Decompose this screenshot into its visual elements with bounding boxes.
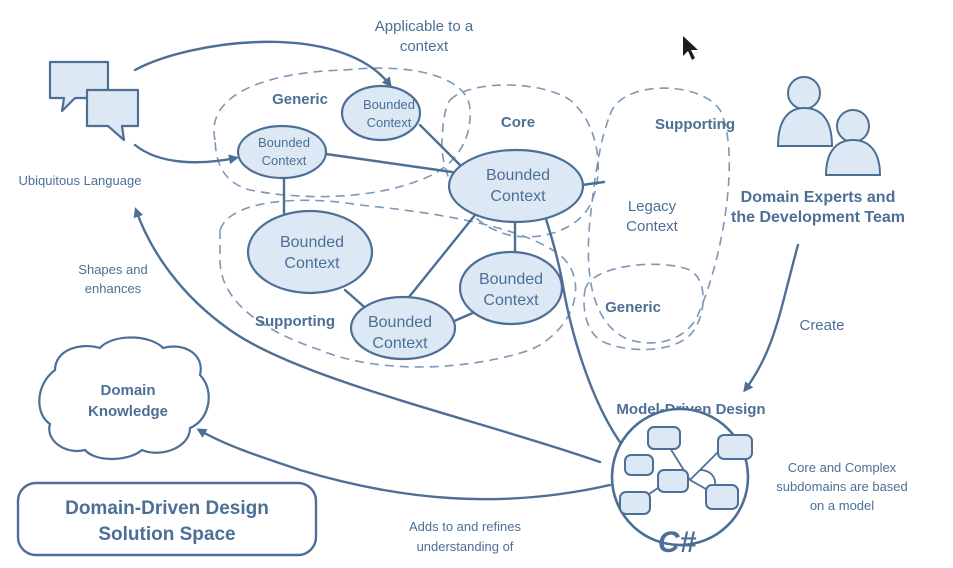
legacy-context-line1: Legacy [628, 198, 677, 215]
right-column-outline [587, 87, 731, 344]
generic-region-outline [213, 67, 471, 198]
bc-core-line1: Bounded [486, 167, 550, 184]
core-complex-line1: Core and Complex [788, 460, 897, 475]
bounded-context-core[interactable]: Bounded Context [447, 148, 585, 224]
region-label-supporting-right: Supporting [655, 116, 735, 133]
arrows [133, 40, 800, 501]
arrow-mdd-to-knowledge [196, 428, 612, 501]
mouse-cursor-icon [683, 36, 698, 60]
core-complex-line3: on a model [810, 498, 874, 513]
bc-top-line1: Bounded [363, 97, 415, 112]
arrow-experts-to-mdd [743, 243, 800, 393]
region-label-generic-top: Generic [272, 91, 328, 108]
arrow-ubiquitous-to-top-context [133, 40, 392, 88]
region-labels: Generic Core Supporting Supporting Gener… [255, 91, 735, 330]
adds-line2: understanding of [417, 539, 514, 554]
region-label-generic-right: Generic [605, 299, 661, 316]
bc-bottom-right-line1: Bounded [479, 271, 543, 288]
bc-core-line2: Context [490, 188, 546, 205]
region-outlines [213, 67, 731, 368]
solution-space-line1: Domain-Driven Design [65, 498, 269, 519]
bounded-contexts: Bounded Context Bounded Context Bounded … [236, 84, 679, 361]
region-label-core: Core [501, 114, 535, 131]
bc-bottom-right-line2: Context [483, 292, 539, 309]
arrow-mdd-to-ubiquitous [133, 207, 602, 464]
core-region-outline [441, 84, 599, 238]
bc-bottom-mid-line1: Bounded [368, 314, 432, 331]
bounded-context-bottom-right[interactable]: Bounded Context [458, 250, 564, 326]
legacy-context-line2: Context [626, 218, 679, 235]
bc-left-line2: Context [262, 153, 307, 168]
adds-line1: Adds to and refines [409, 519, 522, 534]
bounded-context-bottom-mid[interactable]: Bounded Context [349, 295, 457, 361]
cloud-icon [38, 336, 210, 460]
bc-top-line2: Context [367, 115, 412, 130]
ubiquitous-language-label: Ubiquitous Language [19, 173, 142, 188]
bounded-context-left[interactable]: Bounded Context [236, 124, 328, 180]
model-diagram-icon [610, 407, 753, 547]
generic-right-outline [583, 263, 704, 351]
core-complex-line2: subdomains are based [776, 479, 908, 494]
bc-left-line1: Bounded [258, 135, 310, 150]
speech-bubbles-icon [48, 60, 140, 142]
supporting-region-outline [219, 199, 577, 368]
applicable-line2: context [400, 38, 449, 55]
bc-bottom-mid-line2: Context [372, 335, 428, 352]
shapes-line1: Shapes and [78, 262, 147, 277]
experts-line1: Domain Experts and [741, 189, 896, 206]
domain-knowledge-line1: Domain [100, 382, 155, 399]
bc-mid-line1: Bounded [280, 234, 344, 251]
create-label: Create [799, 317, 844, 334]
people-icon [776, 76, 882, 176]
shapes-line2: enhances [85, 281, 142, 296]
context-connectors [282, 123, 606, 324]
csharp-label: C# [658, 526, 697, 559]
applicable-line1: Applicable to a [375, 18, 474, 35]
domain-knowledge-line2: Knowledge [88, 403, 168, 420]
arrow-mdd-to-core [537, 197, 624, 447]
experts-line2: the Development Team [731, 209, 905, 226]
bc-mid-line2: Context [284, 255, 340, 272]
region-label-supporting-left: Supporting [255, 313, 335, 330]
bounded-context-top[interactable]: Bounded Context [340, 84, 422, 142]
solution-space-line2: Solution Space [98, 524, 235, 545]
bounded-context-mid[interactable]: Bounded Context [246, 209, 374, 295]
arrow-ubiquitous-to-left-context [133, 143, 239, 165]
solution-space-box [16, 481, 318, 557]
